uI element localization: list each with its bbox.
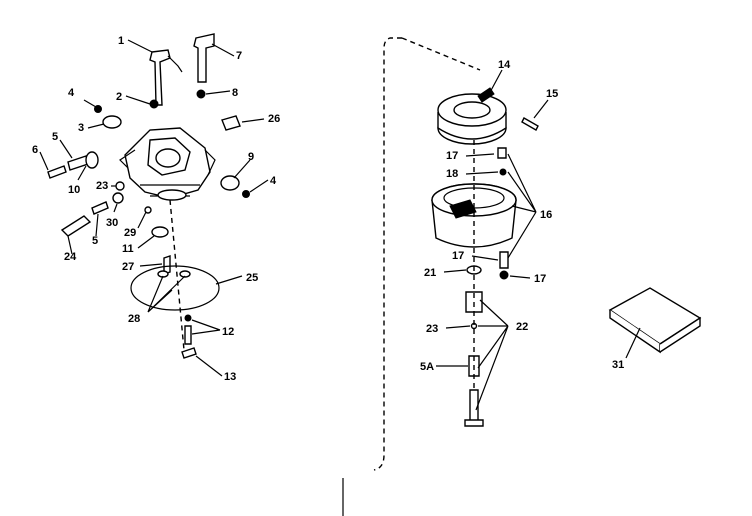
part-17-spring bbox=[499, 251, 509, 269]
part-16-float-bowl bbox=[431, 183, 517, 248]
label-12: 12 bbox=[222, 326, 234, 338]
label-11: 11 bbox=[122, 243, 134, 255]
part-3-throttle-plate bbox=[102, 115, 122, 129]
label-28: 28 bbox=[128, 313, 140, 325]
label-30: 30 bbox=[106, 217, 118, 229]
part-6-idle-screw bbox=[47, 165, 67, 179]
part-10-washer bbox=[85, 151, 99, 169]
part-31-filter bbox=[608, 287, 702, 354]
leader-lines-left bbox=[39, 39, 269, 377]
label-23a: 23 bbox=[96, 180, 108, 192]
label-4a: 4 bbox=[68, 87, 75, 99]
callout-labels: 1 2 3 4 4 5 5 5A 6 7 8 9 10 11 12 13 14 … bbox=[32, 35, 624, 383]
part-25-bowl-gasket bbox=[130, 265, 220, 311]
label-23b: 23 bbox=[426, 323, 438, 335]
part-5-spring-b bbox=[91, 201, 109, 215]
label-9: 9 bbox=[248, 151, 254, 163]
label-21: 21 bbox=[424, 267, 436, 279]
part-12-a bbox=[184, 314, 192, 322]
label-27: 27 bbox=[122, 261, 134, 273]
part-29-ball bbox=[144, 206, 152, 214]
part-9-choke-plate bbox=[220, 175, 240, 191]
label-1: 1 bbox=[118, 35, 124, 47]
part-14-float-top bbox=[437, 87, 507, 145]
part-17-screw-top bbox=[497, 147, 507, 159]
label-10: 10 bbox=[68, 184, 80, 196]
part-27-pin bbox=[163, 255, 171, 275]
center-line bbox=[169, 199, 185, 351]
label-2: 2 bbox=[116, 91, 122, 103]
label-26: 26 bbox=[268, 113, 280, 125]
label-16: 16 bbox=[540, 209, 552, 221]
part-12-b bbox=[184, 325, 192, 345]
label-4b: 4 bbox=[270, 175, 277, 187]
label-29: 29 bbox=[124, 227, 136, 239]
part-28-float-b bbox=[179, 270, 191, 278]
part-26-fitting bbox=[221, 115, 241, 131]
part-15-hinge-pin bbox=[521, 117, 539, 131]
part-2-spring bbox=[149, 99, 159, 109]
part-30-fitting bbox=[112, 192, 124, 204]
label-24: 24 bbox=[64, 251, 77, 263]
part-4-screw-a bbox=[94, 105, 102, 113]
label-14: 14 bbox=[498, 59, 511, 71]
label-7: 7 bbox=[236, 50, 242, 62]
part-24-needle-valve bbox=[60, 215, 92, 237]
part-11-gasket bbox=[151, 226, 169, 238]
label-15: 15 bbox=[546, 88, 558, 100]
part-18-washer bbox=[499, 168, 507, 176]
part-4-screw-b bbox=[242, 190, 250, 198]
assembly-boundary-dashed bbox=[373, 37, 402, 471]
label-17c: 17 bbox=[534, 273, 546, 285]
label-3: 3 bbox=[78, 122, 84, 134]
label-22: 22 bbox=[516, 321, 528, 333]
part-throttle-shaft bbox=[149, 49, 183, 106]
carburetor-body bbox=[119, 127, 216, 201]
part-13-clip bbox=[181, 347, 197, 359]
label-8: 8 bbox=[232, 87, 238, 99]
label-5a: 5 bbox=[52, 131, 58, 143]
label-18: 18 bbox=[446, 168, 458, 180]
assembly-boundary-top bbox=[401, 37, 481, 71]
part-8-seal bbox=[196, 89, 206, 99]
part-17-nut bbox=[499, 270, 509, 280]
label-6: 6 bbox=[32, 144, 38, 156]
label-31: 31 bbox=[612, 359, 624, 371]
part-23-oring-a bbox=[115, 181, 125, 191]
label-13: 13 bbox=[224, 371, 236, 383]
label-5b: 5 bbox=[92, 235, 98, 247]
label-17a: 17 bbox=[446, 150, 458, 162]
label-5A: 5A bbox=[420, 361, 434, 373]
label-25: 25 bbox=[246, 272, 258, 284]
part-choke-shaft bbox=[193, 33, 215, 83]
part-22-bolt bbox=[464, 389, 484, 427]
leader-lines-right bbox=[436, 69, 641, 411]
label-17b: 17 bbox=[452, 250, 464, 262]
